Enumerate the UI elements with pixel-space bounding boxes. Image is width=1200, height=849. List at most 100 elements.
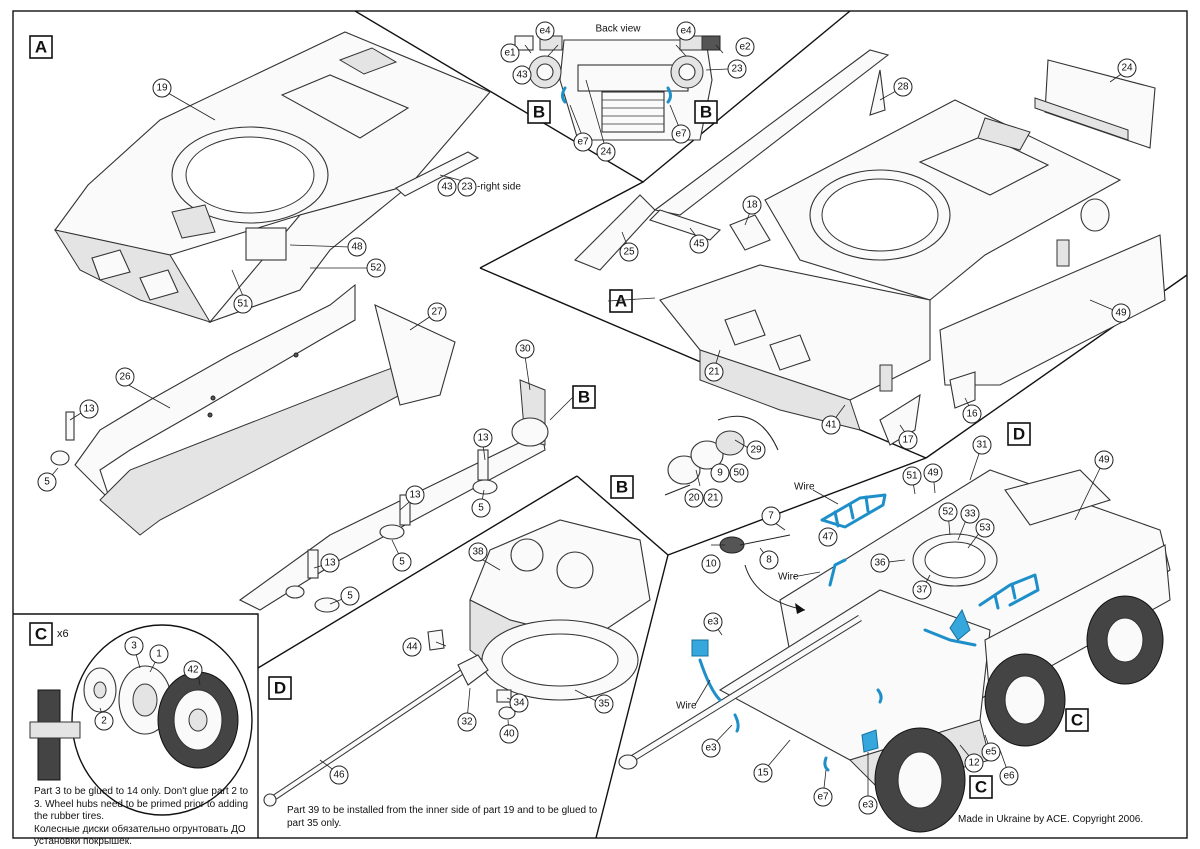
wire-label-1: Wire (794, 482, 815, 493)
svg-text:8: 8 (766, 555, 772, 566)
svg-text:41: 41 (825, 420, 837, 431)
svg-text:49: 49 (1098, 455, 1110, 466)
callout-10: 10 (701, 554, 721, 574)
callout-35: 35 (594, 694, 614, 714)
svg-text:28: 28 (897, 82, 909, 93)
callout-20: 20 (684, 488, 704, 508)
callout-52: 52 (366, 258, 386, 278)
svg-text:e7: e7 (577, 137, 589, 148)
callout-47: 47 (818, 527, 838, 547)
callout-3: 3 (124, 636, 144, 656)
svg-text:52: 52 (942, 507, 954, 518)
section-box-a-2: A (609, 289, 633, 313)
svg-text:38: 38 (472, 547, 484, 558)
svg-text:13: 13 (409, 490, 421, 501)
svg-text:29: 29 (750, 445, 762, 456)
svg-text:50: 50 (733, 468, 745, 479)
callout-2: 2 (94, 711, 114, 731)
wheel-note-en: Part 3 to be glued to 14 only. Don't glu… (34, 786, 249, 822)
callout-50: 50 (729, 463, 749, 483)
callout-7: 7 (761, 506, 781, 526)
callout-9: 9 (710, 463, 730, 483)
wheel-note-ru: Колесные диски обязательно огрунтовать Д… (34, 823, 246, 848)
svg-text:45: 45 (693, 239, 705, 250)
callout-43-b: 43 (512, 65, 532, 85)
section-d-turret (263, 519, 651, 807)
callout-21-a: 21 (704, 362, 724, 382)
callout-32: 32 (457, 712, 477, 732)
callout-e3-a: e3 (703, 612, 723, 632)
callout-13-a: 13 (79, 399, 99, 419)
svg-text:C: C (35, 625, 47, 644)
sheet-border (12, 10, 1188, 839)
callout-5-c: 5 (392, 552, 412, 572)
callout-36: 36 (870, 553, 890, 573)
svg-text:A: A (615, 292, 627, 311)
callout-e6: e6 (999, 766, 1019, 786)
callout-28: 28 (893, 77, 913, 97)
callout-5-b: 5 (471, 498, 491, 518)
svg-text:B: B (578, 388, 590, 407)
svg-text:5: 5 (347, 591, 353, 602)
callout-49-c: 49 (1094, 450, 1114, 470)
section-c-wheel (29, 624, 253, 816)
svg-text:51: 51 (237, 299, 249, 310)
callout-e7-b: e7 (671, 124, 691, 144)
wire-label-3: Wire (676, 701, 697, 712)
callout-49-a: 49 (1111, 303, 1131, 323)
svg-text:10: 10 (705, 559, 717, 570)
copyright-note: Made in Ukraine by ACE. Copyright 2006. (958, 814, 1144, 825)
svg-text:23: 23 (731, 64, 743, 75)
svg-text:17: 17 (902, 435, 914, 446)
callout-e3-b: e3 (701, 738, 721, 758)
callout-13-c: 13 (405, 485, 425, 505)
svg-text:5: 5 (44, 477, 50, 488)
svg-text:12: 12 (968, 758, 980, 769)
svg-text:13: 13 (477, 433, 489, 444)
callout-40: 40 (499, 724, 519, 744)
svg-text:e1: e1 (504, 48, 516, 59)
svg-text:e3: e3 (862, 800, 874, 811)
svg-text:19: 19 (156, 83, 168, 94)
svg-text:D: D (274, 679, 286, 698)
svg-text:15: 15 (757, 768, 769, 779)
svg-text:49: 49 (927, 468, 939, 479)
svg-text:5: 5 (399, 557, 405, 568)
svg-text:32: 32 (461, 717, 473, 728)
svg-text:3: 3 (131, 641, 137, 652)
callout-51: 51 (233, 294, 253, 314)
section-box-b-1: B (527, 100, 551, 124)
callout-37: 37 (912, 580, 932, 600)
callout-e3-c: e3 (858, 795, 878, 815)
section-a-hull-top (53, 31, 491, 324)
svg-text:34: 34 (513, 698, 525, 709)
part-callouts: 19 48 52 51 43 23 -right side 27 30 26 1… (37, 21, 1137, 815)
callout-34: 34 (509, 693, 529, 713)
callout-24-b: 24 (1117, 58, 1137, 78)
callout-e5: e5 (981, 742, 1001, 762)
section-box-c-2: C (1065, 708, 1089, 732)
section-box-a-1: A (29, 35, 53, 59)
svg-text:e2: e2 (739, 42, 751, 53)
callout-25: 25 (619, 242, 639, 262)
svg-text:B: B (616, 478, 628, 497)
vehicle-wheels (874, 595, 1164, 833)
svg-text:52: 52 (370, 263, 382, 274)
callout-e4-a: e4 (535, 21, 555, 41)
svg-text:1: 1 (156, 649, 162, 660)
callout-29: 29 (746, 440, 766, 460)
svg-text:47: 47 (822, 532, 834, 543)
callout-27: 27 (427, 302, 447, 322)
callout-42: 42 (183, 660, 203, 680)
callout-5-d: 5 (340, 586, 360, 606)
svg-text:16: 16 (966, 409, 978, 420)
callout-1: 1 (149, 644, 169, 664)
svg-text:51: 51 (906, 471, 918, 482)
callout-e2: e2 (735, 37, 755, 57)
svg-text:13: 13 (324, 558, 336, 569)
svg-text:e7: e7 (675, 129, 687, 140)
callout-24-a: 24 (596, 142, 616, 162)
section-box-d-2: D (268, 676, 292, 700)
svg-text:e4: e4 (680, 26, 692, 37)
svg-text:27: 27 (431, 307, 443, 318)
